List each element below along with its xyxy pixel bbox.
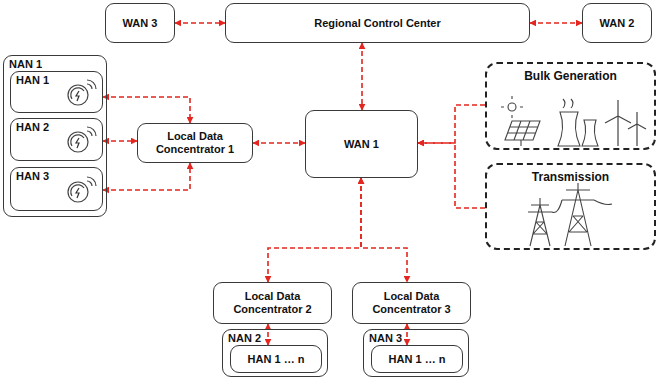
meter-icon: [68, 80, 96, 105]
cooling-tower-icon: [558, 99, 598, 146]
wan-box: WAN 2: [582, 3, 652, 43]
node-label: WAN 1: [344, 138, 379, 151]
node-label: Local Data Concentrator 2: [214, 290, 331, 316]
node-label: HAN 2: [16, 121, 49, 134]
nan-group: NAN 2 HAN 1 … n: [222, 329, 328, 377]
han-box: HAN 1 … n: [230, 345, 322, 373]
node-label: NAN 1: [9, 58, 42, 71]
node-label: NAN 3: [369, 332, 402, 345]
nan-group: NAN 3 HAN 1 … n: [363, 329, 469, 377]
meter-icon: [68, 127, 96, 152]
nan-group: NAN 1 HAN 1 HAN 2 HAN 3: [3, 55, 107, 217]
node-label: Local Data Concentrator 1: [138, 130, 252, 156]
link-arrow: [103, 97, 190, 123]
concentrator-box: Local Data Concentrator 3: [352, 282, 471, 324]
han-box: HAN 2: [10, 118, 103, 161]
link-arrow: [418, 105, 485, 143]
node-label: NAN 2: [228, 332, 261, 345]
node-label: WAN 2: [600, 17, 635, 30]
link-arrow: [530, 22, 582, 24]
han-box: HAN 1 … n: [371, 345, 463, 373]
link-arrow: [267, 324, 269, 345]
wan-box: WAN 1: [305, 110, 418, 178]
node-label: Bulk Generation: [487, 70, 654, 83]
link-arrow: [406, 324, 408, 345]
han-box: HAN 1: [10, 71, 103, 113]
node-label: HAN 1: [16, 74, 49, 87]
link-arrow: [103, 163, 190, 190]
solar-panel-icon: [501, 96, 540, 146]
link-arrow: [361, 178, 407, 282]
transmission-tower-icon: [528, 183, 612, 246]
link-arrow: [103, 140, 137, 142]
han-box: HAN 3: [10, 167, 103, 211]
node-label: Transmission: [487, 171, 654, 184]
node-label: WAN 3: [123, 17, 158, 30]
link-arrow: [418, 143, 485, 208]
node-label: HAN 3: [16, 170, 49, 183]
concentrator-box: Local Data Concentrator 1: [137, 123, 253, 163]
link-arrow: [253, 142, 305, 144]
node-label: Local Data Concentrator 3: [353, 290, 470, 316]
control-center-box: Regional Control Center: [225, 3, 530, 43]
transmission-group: Transmission: [485, 163, 656, 250]
wan-box: WAN 3: [105, 3, 175, 43]
node-label: Regional Control Center: [314, 17, 441, 30]
concentrator-box: Local Data Concentrator 2: [213, 282, 332, 324]
node-label: HAN 1 … n: [389, 353, 446, 366]
generation-group: Bulk Generation: [485, 62, 656, 150]
link-arrow: [361, 43, 363, 110]
meter-icon: [68, 177, 96, 202]
link-arrow: [175, 22, 225, 24]
wind-turbine-icon: [605, 100, 646, 146]
link-arrow: [268, 178, 361, 282]
node-label: HAN 1 … n: [248, 353, 305, 366]
